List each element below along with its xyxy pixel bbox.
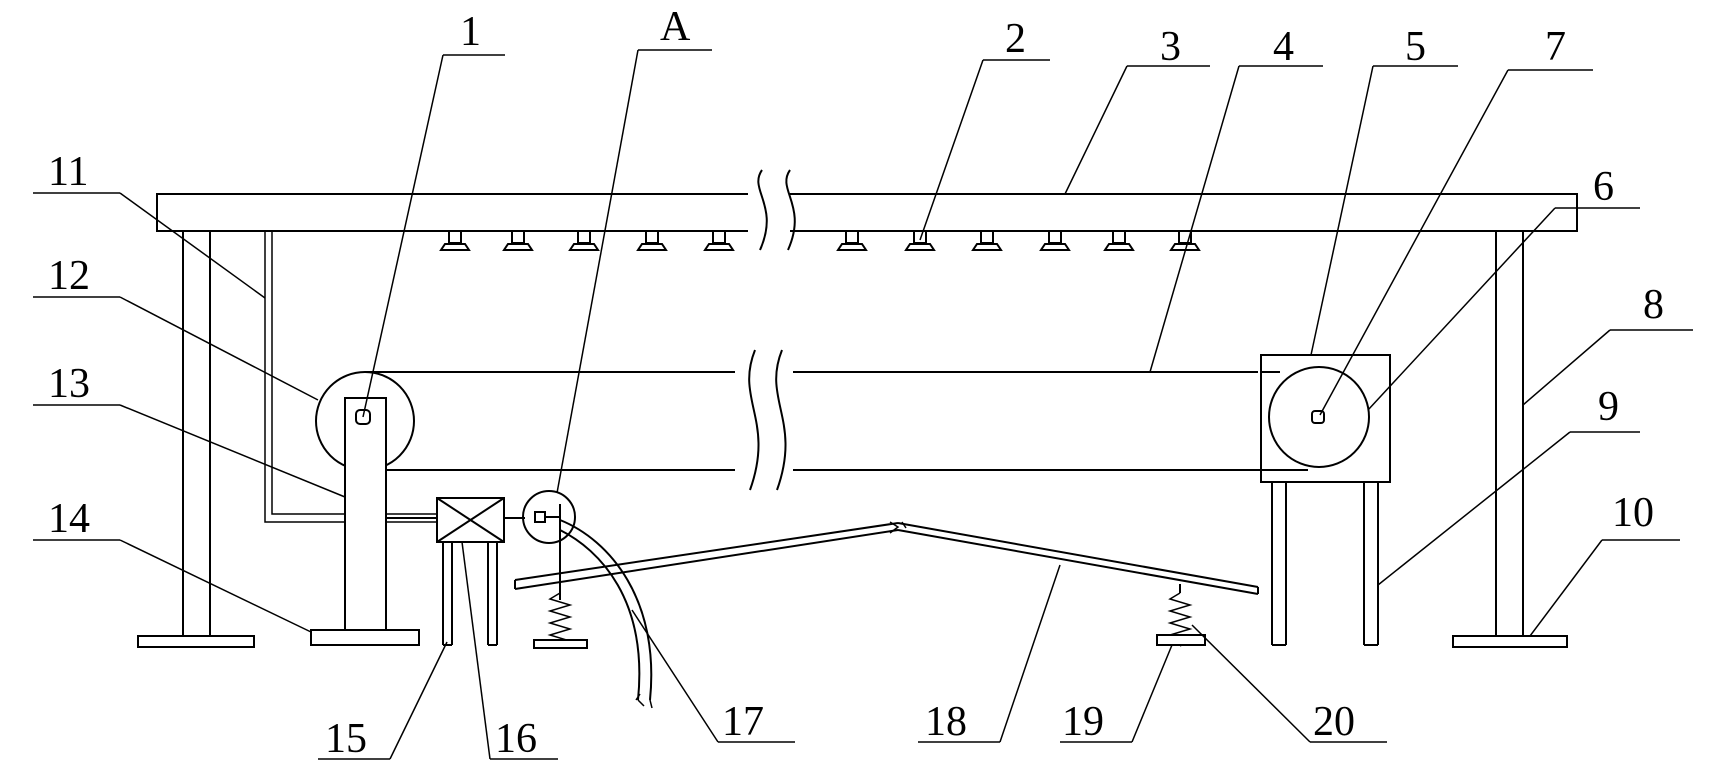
label-8: 8 — [1643, 282, 1664, 328]
flexible-hose — [559, 519, 653, 709]
water-pipe — [264, 231, 475, 523]
left-frame-leg — [137, 231, 255, 648]
spray-nozzle — [568, 230, 600, 251]
spray-nozzle — [636, 230, 668, 251]
label-2: 2 — [1005, 16, 1026, 62]
spray-nozzle — [1039, 230, 1071, 251]
motor-box — [386, 497, 505, 543]
leader-lines — [33, 49, 1693, 760]
label-1: 1 — [460, 9, 481, 55]
spray-nozzle — [439, 230, 471, 251]
label-15: 15 — [325, 716, 367, 762]
spray-nozzle — [836, 230, 868, 251]
spray-nozzle-row — [439, 230, 1201, 251]
right-housing-legs — [1271, 482, 1379, 646]
belt-break-mark — [735, 349, 793, 491]
top-frame-beam — [156, 193, 1578, 232]
spray-nozzle — [1103, 230, 1135, 251]
spray-nozzle — [971, 230, 1003, 251]
right-roller-housing — [1260, 354, 1391, 483]
label-10: 10 — [1612, 490, 1654, 536]
label-12: 12 — [48, 253, 90, 299]
label-17: 17 — [722, 699, 764, 745]
spray-nozzle — [502, 230, 534, 251]
top-beam-break-mark — [748, 169, 796, 251]
label-6: 6 — [1593, 164, 1614, 210]
spray-nozzle — [703, 230, 735, 251]
label-18: 18 — [925, 699, 967, 745]
spray-nozzle — [1169, 230, 1201, 251]
label-3: 3 — [1160, 24, 1181, 70]
left-spring — [533, 582, 588, 649]
label-19: 19 — [1062, 699, 1104, 745]
label-a: A — [660, 4, 691, 50]
label-13: 13 — [48, 361, 90, 407]
label-9: 9 — [1598, 384, 1619, 430]
conveyor-belt — [365, 371, 1308, 471]
right-spring — [1156, 584, 1206, 647]
left-roller-support — [310, 397, 420, 646]
motor-stand — [442, 542, 498, 646]
right-frame-leg — [1452, 231, 1568, 648]
label-20: 20 — [1313, 699, 1355, 745]
label-4: 4 — [1273, 24, 1294, 70]
label-7: 7 — [1545, 24, 1566, 70]
label-11: 11 — [48, 149, 88, 195]
tilting-tray — [514, 521, 1259, 595]
spray-nozzle — [904, 230, 936, 251]
label-5: 5 — [1405, 24, 1426, 70]
label-14: 14 — [48, 496, 90, 542]
label-16: 16 — [495, 716, 537, 762]
